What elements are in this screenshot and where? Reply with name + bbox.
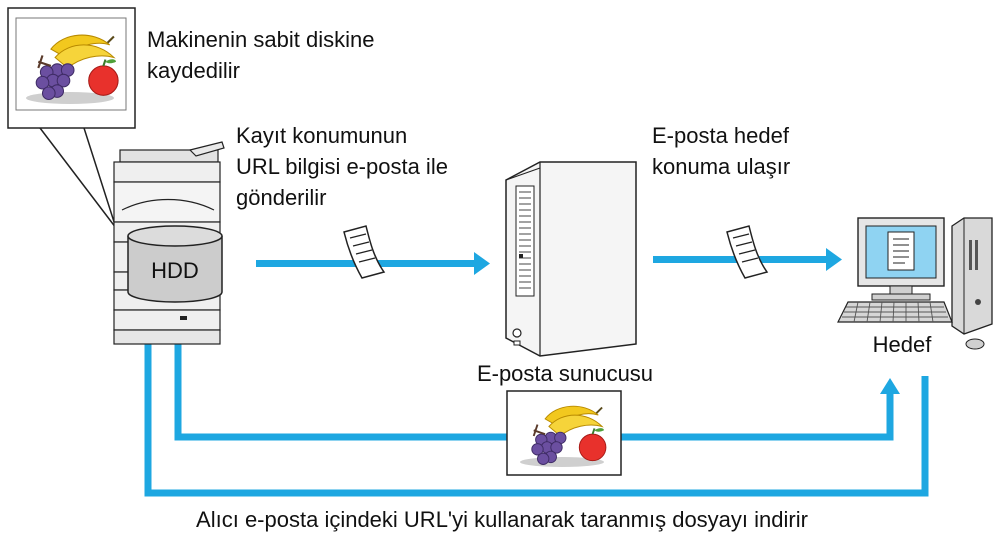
download-caption: Alıcı e-posta içindeki URL'yi kullanarak… (196, 507, 808, 532)
saved-to-hdd-label: Makinenin sabit diskine (147, 27, 374, 52)
callout-pointer (39, 127, 117, 229)
destination-label: Hedef (873, 332, 933, 357)
url-sent-label-2: URL bilgisi e-posta ile (236, 154, 448, 179)
hdd-label: HDD (151, 258, 199, 283)
mail-server-label: E-posta sunucusu (477, 361, 653, 386)
desktop-computer-icon (837, 217, 993, 350)
mail-server-tower-icon (505, 161, 637, 357)
email-reaches-label-2: konuma ulaşır (652, 154, 790, 179)
hard-disk-icon (127, 225, 223, 303)
scanned-image-thumbnail (7, 7, 136, 129)
email-reaches-label: E-posta hedef (652, 123, 790, 148)
url-sent-label: Kayıt konumunun (236, 123, 407, 148)
saved-to-hdd-label-2: kaydedilir (147, 58, 240, 83)
downloaded-file-thumbnail (506, 390, 622, 476)
url-sent-label-3: gönderilir (236, 185, 327, 210)
email-document-icon (343, 225, 385, 279)
forwarded-document-icon (726, 225, 768, 279)
